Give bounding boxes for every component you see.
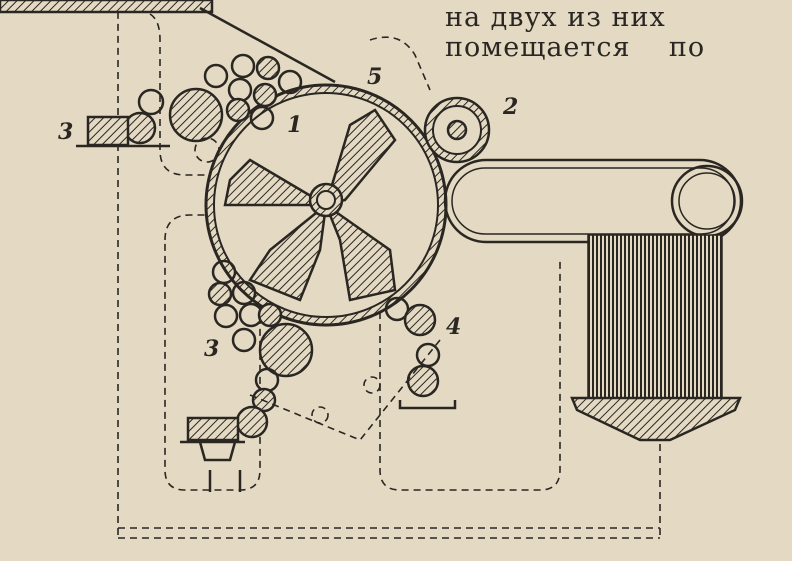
- frame-outline: [117, 12, 661, 540]
- main-drum: [204, 83, 448, 327]
- upper-left-rollers: [76, 53, 303, 163]
- label-roller-group-4: 4: [446, 314, 461, 340]
- belt-conveyor: [443, 158, 744, 244]
- label-roller-2: 2: [502, 94, 518, 120]
- caption-line-2: помещается по: [445, 32, 705, 63]
- stack-base: [570, 396, 742, 442]
- lower-left-rollers: [180, 259, 314, 492]
- label-feed-bottom: 3: [204, 336, 219, 362]
- wound-stack: [587, 234, 723, 399]
- roller-2: [423, 96, 491, 164]
- label-main-drum: 1: [287, 112, 302, 138]
- caption-line-1: на двух из них: [445, 2, 666, 33]
- label-point-5: 5: [367, 64, 382, 90]
- label-feed-left: 3: [58, 119, 73, 145]
- feed-chute: [199, 6, 336, 84]
- top-plank: [0, 0, 214, 14]
- roller-group-4: [249, 296, 457, 441]
